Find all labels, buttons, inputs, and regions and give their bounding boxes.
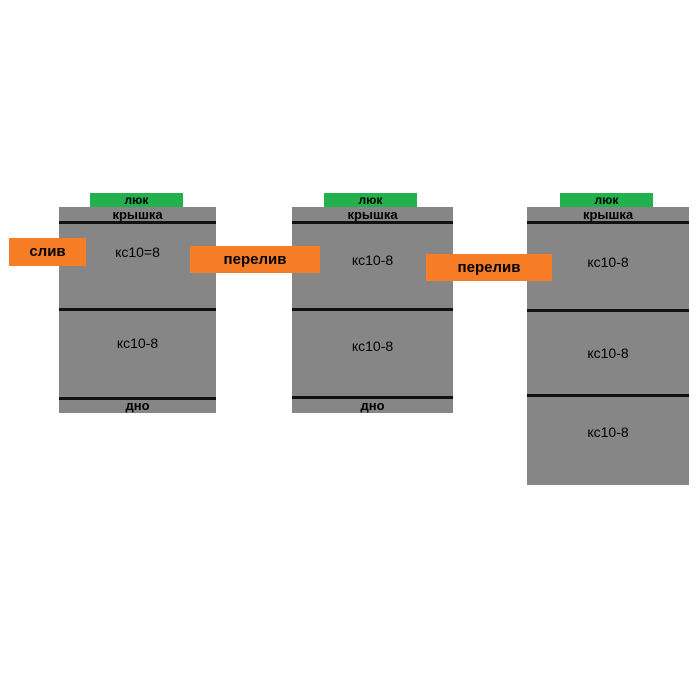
well-3-ring-divider-2 (527, 394, 689, 397)
well-2-cover-label: крышка (347, 207, 398, 222)
well-1-ring-divider (59, 308, 216, 311)
well-2-hatch: люк (324, 193, 417, 207)
well-2: крышка кс10-8 кс10-8 дно (292, 207, 453, 413)
overflow-pipe-1: перелив (190, 246, 320, 273)
well-1-hatch: люк (90, 193, 183, 207)
well-1-cover-label: крышка (112, 207, 163, 222)
well-3-ring-1-label: кс10-8 (587, 254, 629, 270)
well-1-cover-divider (59, 221, 216, 224)
well-2-bottom-divider (292, 396, 453, 399)
well-1-bottom-label: дно (125, 398, 150, 413)
well-2-cover-divider (292, 221, 453, 224)
well-1-ring-2-label: кс10-8 (116, 335, 159, 351)
well-3-cover-label: крышка (582, 207, 634, 222)
overflow-pipe-2: перелив (426, 254, 552, 281)
well-1-bottom-divider (59, 397, 216, 400)
well-2-ring-1-label: кс10-8 (351, 252, 394, 268)
well-3: крышка кс10-8 кс10-8 кс10-8 (527, 207, 689, 485)
well-1-ring-1-label: кс10=8 (115, 244, 160, 260)
drain-pipe: слив (9, 238, 86, 266)
well-3-ring-3-label: кс10-8 (587, 424, 629, 440)
well-2-ring-divider (292, 308, 453, 311)
well-3-ring-divider-1 (527, 309, 689, 312)
well-3-ring-2-label: кс10-8 (587, 345, 629, 361)
well-3-cover-divider (527, 221, 689, 224)
well-3-hatch: люк (560, 193, 653, 207)
well-2-bottom-label: дно (360, 398, 385, 413)
well-2-ring-2-label: кс10-8 (351, 338, 394, 354)
